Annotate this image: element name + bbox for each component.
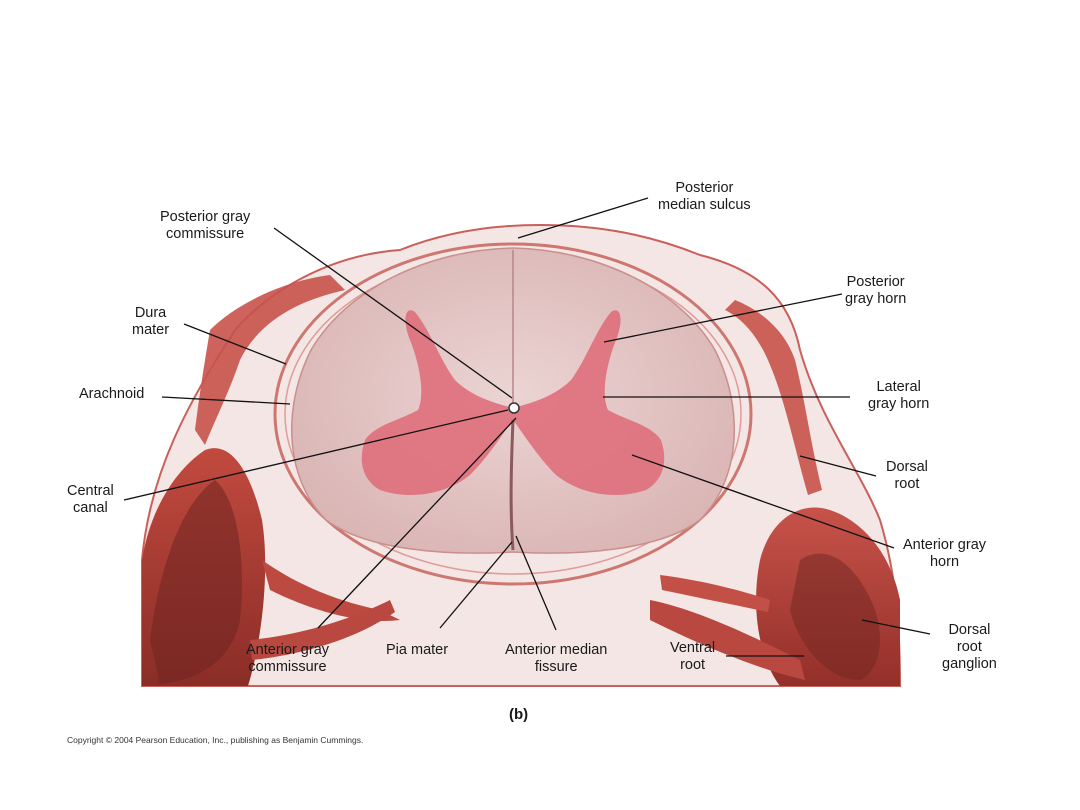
- label-line: Pia mater: [386, 642, 449, 658]
- label-line: Dorsal: [886, 459, 928, 475]
- label-line: gray horn: [868, 396, 930, 412]
- left-ganglion-dark: [150, 480, 242, 684]
- label-anterior-gray-commissure: Anterior gray commissure: [246, 642, 329, 676]
- right-strip: [660, 575, 770, 612]
- label-posterior-gray-commissure: Posterior gray commissure: [160, 209, 250, 243]
- label-line: Lateral: [876, 379, 921, 395]
- label-pia-mater: Pia mater: [386, 642, 448, 659]
- leader-posterior-median-sulcus: [517, 197, 649, 239]
- label-line: Anterior median: [505, 642, 608, 658]
- label-line: Posterior: [675, 180, 734, 196]
- leader-posterior-gray-commissure: [273, 227, 513, 399]
- micrograph: [141, 223, 902, 687]
- leader-central-canal: [123, 409, 509, 501]
- label-line: commissure: [248, 659, 327, 675]
- label-line: Posterior gray: [160, 209, 251, 225]
- label-dorsal-root: Dorsal root: [886, 459, 928, 493]
- dura-ring: [273, 242, 753, 586]
- label-line: Arachnoid: [79, 386, 145, 402]
- label-line: gray horn: [845, 291, 907, 307]
- central-canal-dot: [508, 402, 520, 414]
- label-central-canal: Central canal: [67, 483, 114, 517]
- label-posterior-median-sulcus: Posterior median sulcus: [658, 180, 751, 214]
- label-line: Dorsal: [948, 622, 991, 638]
- label-dorsal-root-ganglion: Dorsal root ganglion: [942, 622, 997, 673]
- label-ventral-root: Ventral root: [670, 640, 715, 674]
- label-line: horn: [929, 554, 960, 570]
- label-line: Central: [67, 483, 114, 499]
- gray-matter: [361, 310, 665, 495]
- label-line: Ventral: [670, 640, 716, 656]
- label-arachnoid: Arachnoid: [79, 386, 144, 403]
- left-root-upper: [195, 275, 345, 445]
- label-line: Anterior gray: [246, 642, 330, 658]
- left-band: [250, 600, 395, 660]
- leader-dura-mater: [183, 323, 287, 365]
- right-ganglion-dark: [790, 553, 880, 680]
- label-line: root: [680, 657, 706, 673]
- label-posterior-gray-horn: Posterior gray horn: [845, 274, 906, 308]
- label-line: Anterior gray: [903, 537, 987, 553]
- label-line: root: [894, 476, 920, 492]
- right-ventral-root: [650, 600, 805, 680]
- label-line: ganglion: [942, 656, 997, 672]
- label-line: root: [956, 639, 982, 655]
- label-line: commissure: [166, 226, 245, 242]
- leader-anterior-gray-horn: [631, 454, 895, 549]
- label-line: median sulcus: [658, 197, 751, 213]
- label-line: canal: [73, 500, 108, 516]
- figure-caption: (b): [509, 706, 529, 723]
- label-line: fissure: [534, 659, 578, 675]
- leader-dorsal-root-ganglion: [861, 619, 931, 635]
- leader-dorsal-root: [799, 455, 877, 477]
- label-line: mater: [132, 322, 170, 338]
- label-anterior-median-fissure: Anterior median fissure: [505, 642, 607, 676]
- copyright-notice: Copyright © 2004 Pearson Education, Inc.…: [67, 735, 364, 745]
- leader-arachnoid: [161, 396, 291, 405]
- leader-posterior-gray-horn: [603, 293, 843, 343]
- anterior-median-fissure-line: [509, 419, 515, 551]
- label-dura-mater: Dura mater: [132, 305, 169, 339]
- label-line: Posterior: [846, 274, 905, 290]
- label-anterior-gray-horn: Anterior gray horn: [903, 537, 986, 571]
- leader-anterior-gray-commissure: [317, 417, 517, 629]
- leader-anterior-median-fissure: [515, 535, 557, 631]
- leader-lines: [123, 197, 931, 657]
- right-root-upper: [725, 300, 822, 495]
- leader-pia-mater: [439, 541, 513, 629]
- label-line: Dura: [134, 305, 167, 321]
- label-lateral-gray-horn: Lateral gray horn: [868, 379, 929, 413]
